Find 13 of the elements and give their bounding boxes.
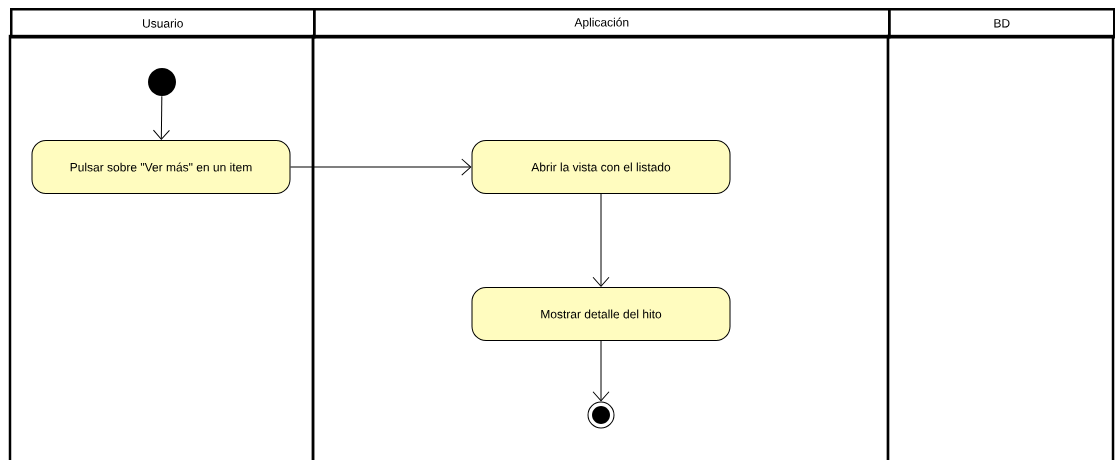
node-label: BD bbox=[994, 19, 1010, 28]
start-node bbox=[148, 68, 176, 96]
node-label: Usuario bbox=[143, 18, 183, 28]
activity-box: Mostrar detalle del hito bbox=[471, 287, 731, 341]
activity-box: Abrir la vista con el listado bbox=[471, 140, 731, 194]
arrow bbox=[592, 193, 610, 287]
swimlane: BD bbox=[886, 8, 1115, 460]
arrow bbox=[290, 158, 472, 176]
arrow bbox=[152, 95, 170, 140]
arrow bbox=[592, 340, 610, 402]
end-node bbox=[587, 401, 615, 429]
node-label: Aplicación bbox=[574, 17, 629, 29]
activity-box: Pulsar sobre "Ver más" en un item bbox=[31, 140, 291, 194]
